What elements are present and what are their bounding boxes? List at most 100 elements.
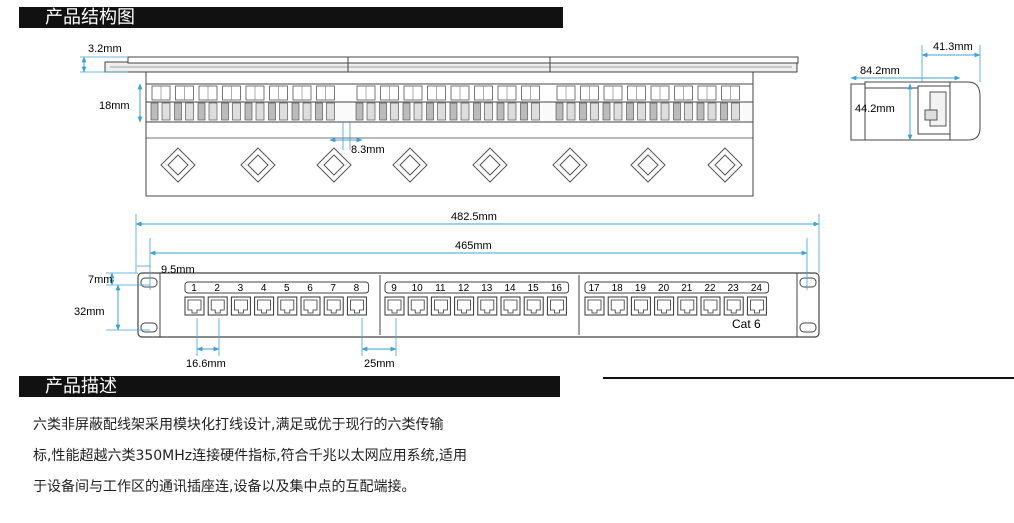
punchdown-block (355, 102, 364, 121)
port-number: 2 (214, 283, 220, 294)
port-number: 9 (391, 283, 397, 294)
port-number: 6 (307, 283, 313, 294)
rj45-port (277, 296, 298, 316)
rj45-port (207, 296, 228, 316)
port-label-strip (184, 281, 370, 294)
punchdown-block (268, 102, 276, 121)
diamond-cutout (472, 147, 508, 183)
rj45-port (546, 296, 567, 316)
top-view: 3.2mm 18mm 8.3mm (80, 43, 799, 197)
rj45-port (300, 296, 321, 316)
port-number: 16 (551, 283, 563, 294)
dim-panel-height: 32mm (74, 306, 105, 318)
diamond-cutout (552, 147, 588, 183)
punchdown-block (244, 102, 253, 121)
diamond-cutout (392, 147, 428, 183)
punchdown-block (449, 102, 458, 121)
punchdown-block (579, 102, 587, 121)
punchdown-block (496, 102, 505, 121)
punchdown-block (426, 102, 434, 121)
diamond-cutout (707, 147, 743, 183)
description-line: 六类非屏蔽配线架采用模块化打线设计,满足或优于现行的六类传输 (33, 417, 444, 433)
side-view: 41.3mm 84.2mm 44.2mm (850, 41, 981, 141)
port-number: 23 (728, 283, 740, 294)
rj45-port (700, 296, 721, 316)
dim-jack-depth: 18mm (99, 100, 130, 112)
port-label-strip (584, 281, 770, 294)
diamond-cutout (316, 147, 352, 183)
port-number: 3 (238, 283, 244, 294)
punchdown-block (379, 102, 387, 121)
port-number: 20 (658, 283, 670, 294)
diamond-cutout (630, 147, 666, 183)
punchdown-block (150, 102, 159, 121)
rj45-port (523, 296, 544, 316)
punchdown-block (291, 102, 300, 121)
punchdown-block (720, 102, 728, 121)
port-number: 7 (330, 283, 336, 294)
port-number: 24 (751, 283, 763, 294)
punchdown-block (696, 102, 705, 121)
punchdown-block (520, 102, 528, 121)
punchdown-block (402, 102, 411, 121)
rj45-port (607, 296, 628, 316)
dim-hole-offset: 9.5mm (161, 264, 195, 276)
port-number: 12 (458, 283, 470, 294)
port-number: 11 (435, 283, 446, 294)
port-number: 17 (588, 283, 600, 294)
port-number: 14 (504, 283, 516, 294)
rj45-port (430, 296, 451, 316)
rj45-port (254, 296, 275, 316)
dim-port-pitch: 16.6mm (186, 358, 226, 370)
section-header-description: 产品描述 (19, 376, 560, 397)
rj45-port (746, 296, 767, 316)
cable-tie-diamonds (160, 147, 743, 183)
rj45-port (346, 296, 367, 316)
port-number: 22 (704, 283, 716, 294)
rj45-port (407, 296, 428, 316)
port-number: 10 (412, 283, 424, 294)
punchdown-block (473, 102, 481, 121)
punchdown-block (602, 102, 611, 121)
diamond-cutout (240, 147, 276, 183)
port-number: 21 (681, 283, 693, 294)
dim-hole-pitch: 8.3mm (351, 144, 385, 156)
divider-rule (603, 377, 1014, 379)
mount-hole (799, 277, 817, 288)
top-punchdown-blocks (150, 102, 740, 121)
rj45-port (477, 296, 498, 316)
port-number: 8 (354, 283, 360, 294)
rj45-port (384, 296, 405, 316)
rj45-port (654, 296, 675, 316)
rj45-port (230, 296, 251, 316)
punchdown-block (197, 102, 206, 121)
port-label-strip (384, 281, 570, 294)
mount-hole (140, 277, 158, 288)
mount-hole (140, 322, 158, 333)
dim-side-total: 84.2mm (860, 65, 900, 77)
rj45-port (454, 296, 475, 316)
rj45-port (584, 296, 605, 316)
structure-drawing: 3.2mm 18mm 8.3mm 41.3mm 84.2mm 44.2mm (74, 41, 981, 370)
rj45-port (323, 296, 344, 316)
punchdown-block (221, 102, 229, 121)
port-number: 15 (528, 283, 540, 294)
section-title: 产品描述 (45, 376, 117, 397)
port-number: 4 (261, 283, 267, 294)
diamond-cutout (160, 147, 196, 183)
port-number: 18 (612, 283, 624, 294)
rj45-port (677, 296, 698, 316)
punchdown-block (174, 102, 182, 121)
top-jack-row (151, 85, 740, 101)
description-line: 于设备间与工作区的通讯插座连,设备以及集中点的互配端接。 (33, 479, 416, 495)
port-number: 19 (635, 283, 647, 294)
rj45-port (184, 296, 205, 316)
punchdown-block (649, 102, 658, 121)
rj45-port (723, 296, 744, 316)
category-label: Cat 6 (732, 317, 761, 331)
mount-hole (799, 322, 817, 333)
dim-hole-top: 7mm (88, 274, 112, 286)
description-line: 标,性能超越六类350MHz连接硬件指标,符合千兆以太网应用系统,适用 (33, 448, 468, 464)
